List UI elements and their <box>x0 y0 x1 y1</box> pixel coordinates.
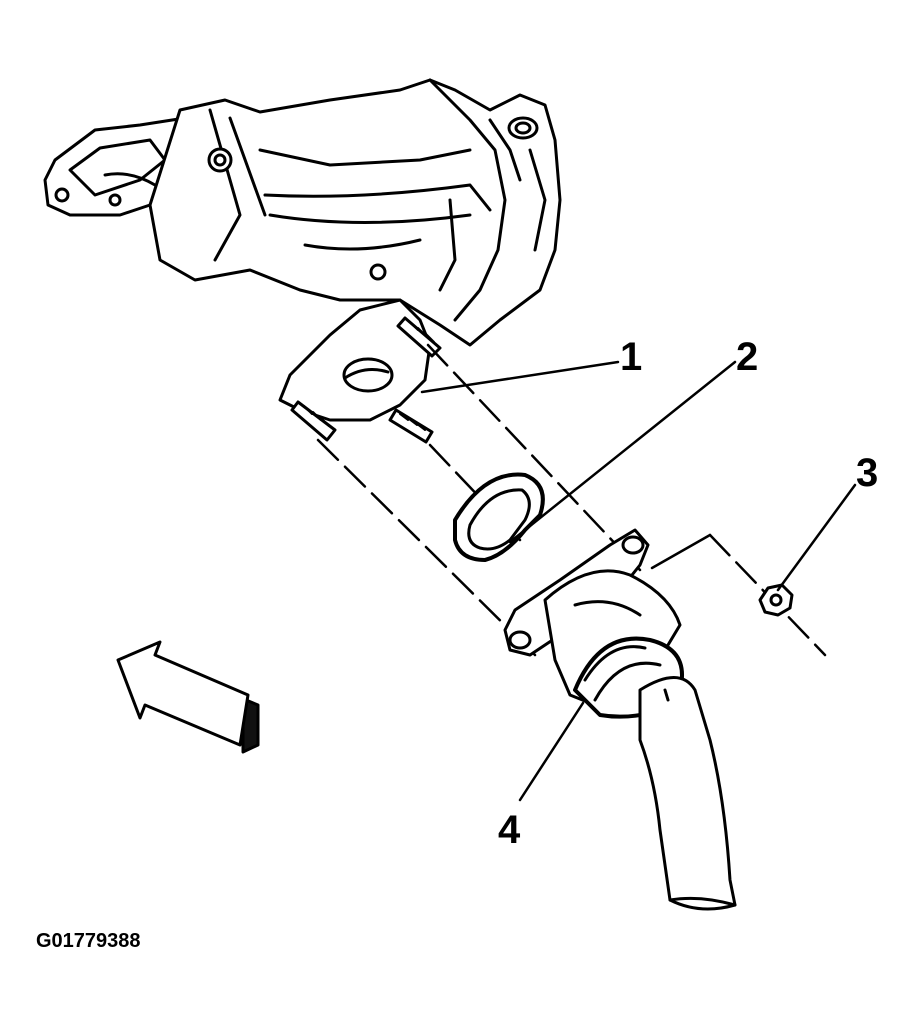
manifold-outlet-flange <box>278 298 442 444</box>
seal-ring <box>453 472 545 562</box>
alignment-line-solid <box>650 533 712 570</box>
stud <box>388 408 434 444</box>
callout-3: 3 <box>856 451 879 495</box>
callout-4: 4 <box>498 808 521 852</box>
direction-arrow-icon <box>116 640 260 754</box>
leader-lines <box>420 360 857 802</box>
figure-id: G01779388 <box>36 930 141 952</box>
exhaust-pipe <box>503 528 737 911</box>
exhaust-manifold <box>43 78 562 347</box>
callout-1: 1 <box>620 335 643 379</box>
flange-nut <box>758 583 794 617</box>
callout-2: 2 <box>736 335 759 379</box>
